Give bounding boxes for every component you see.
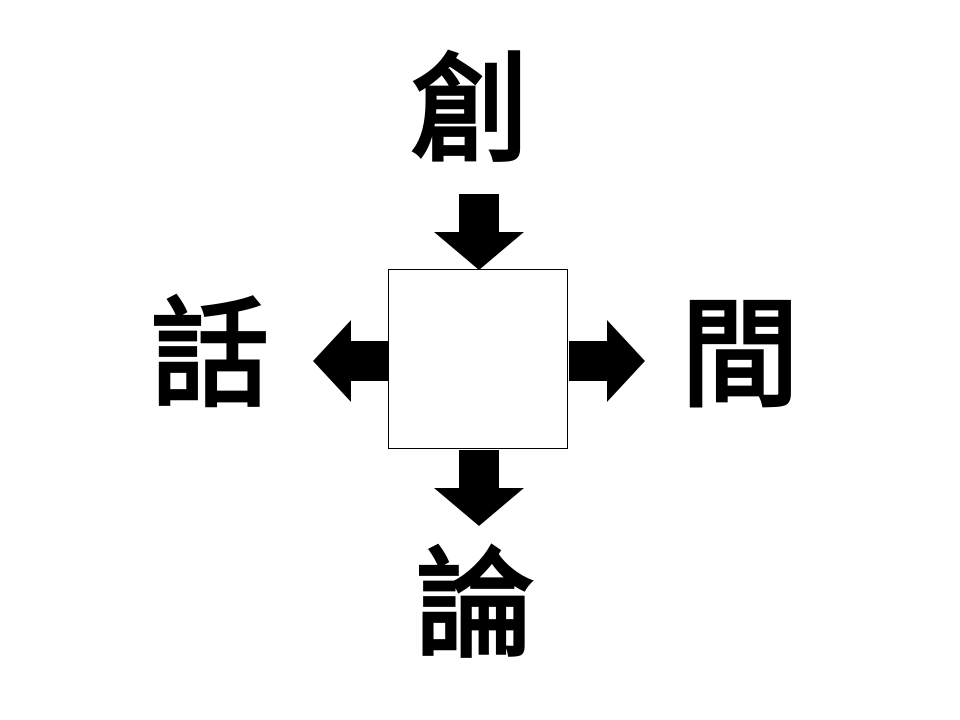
arrow-right-icon	[569, 320, 645, 402]
arrow-left-icon	[313, 320, 389, 402]
arrow-down-icon	[434, 194, 524, 270]
kanji-top: 創	[410, 41, 529, 179]
kanji-bottom: 論	[415, 536, 534, 674]
kanji-right: 間	[680, 286, 799, 424]
kanji-left: 話	[150, 286, 269, 424]
arrow-down-icon	[434, 450, 524, 526]
answer-box[interactable]	[388, 269, 568, 449]
